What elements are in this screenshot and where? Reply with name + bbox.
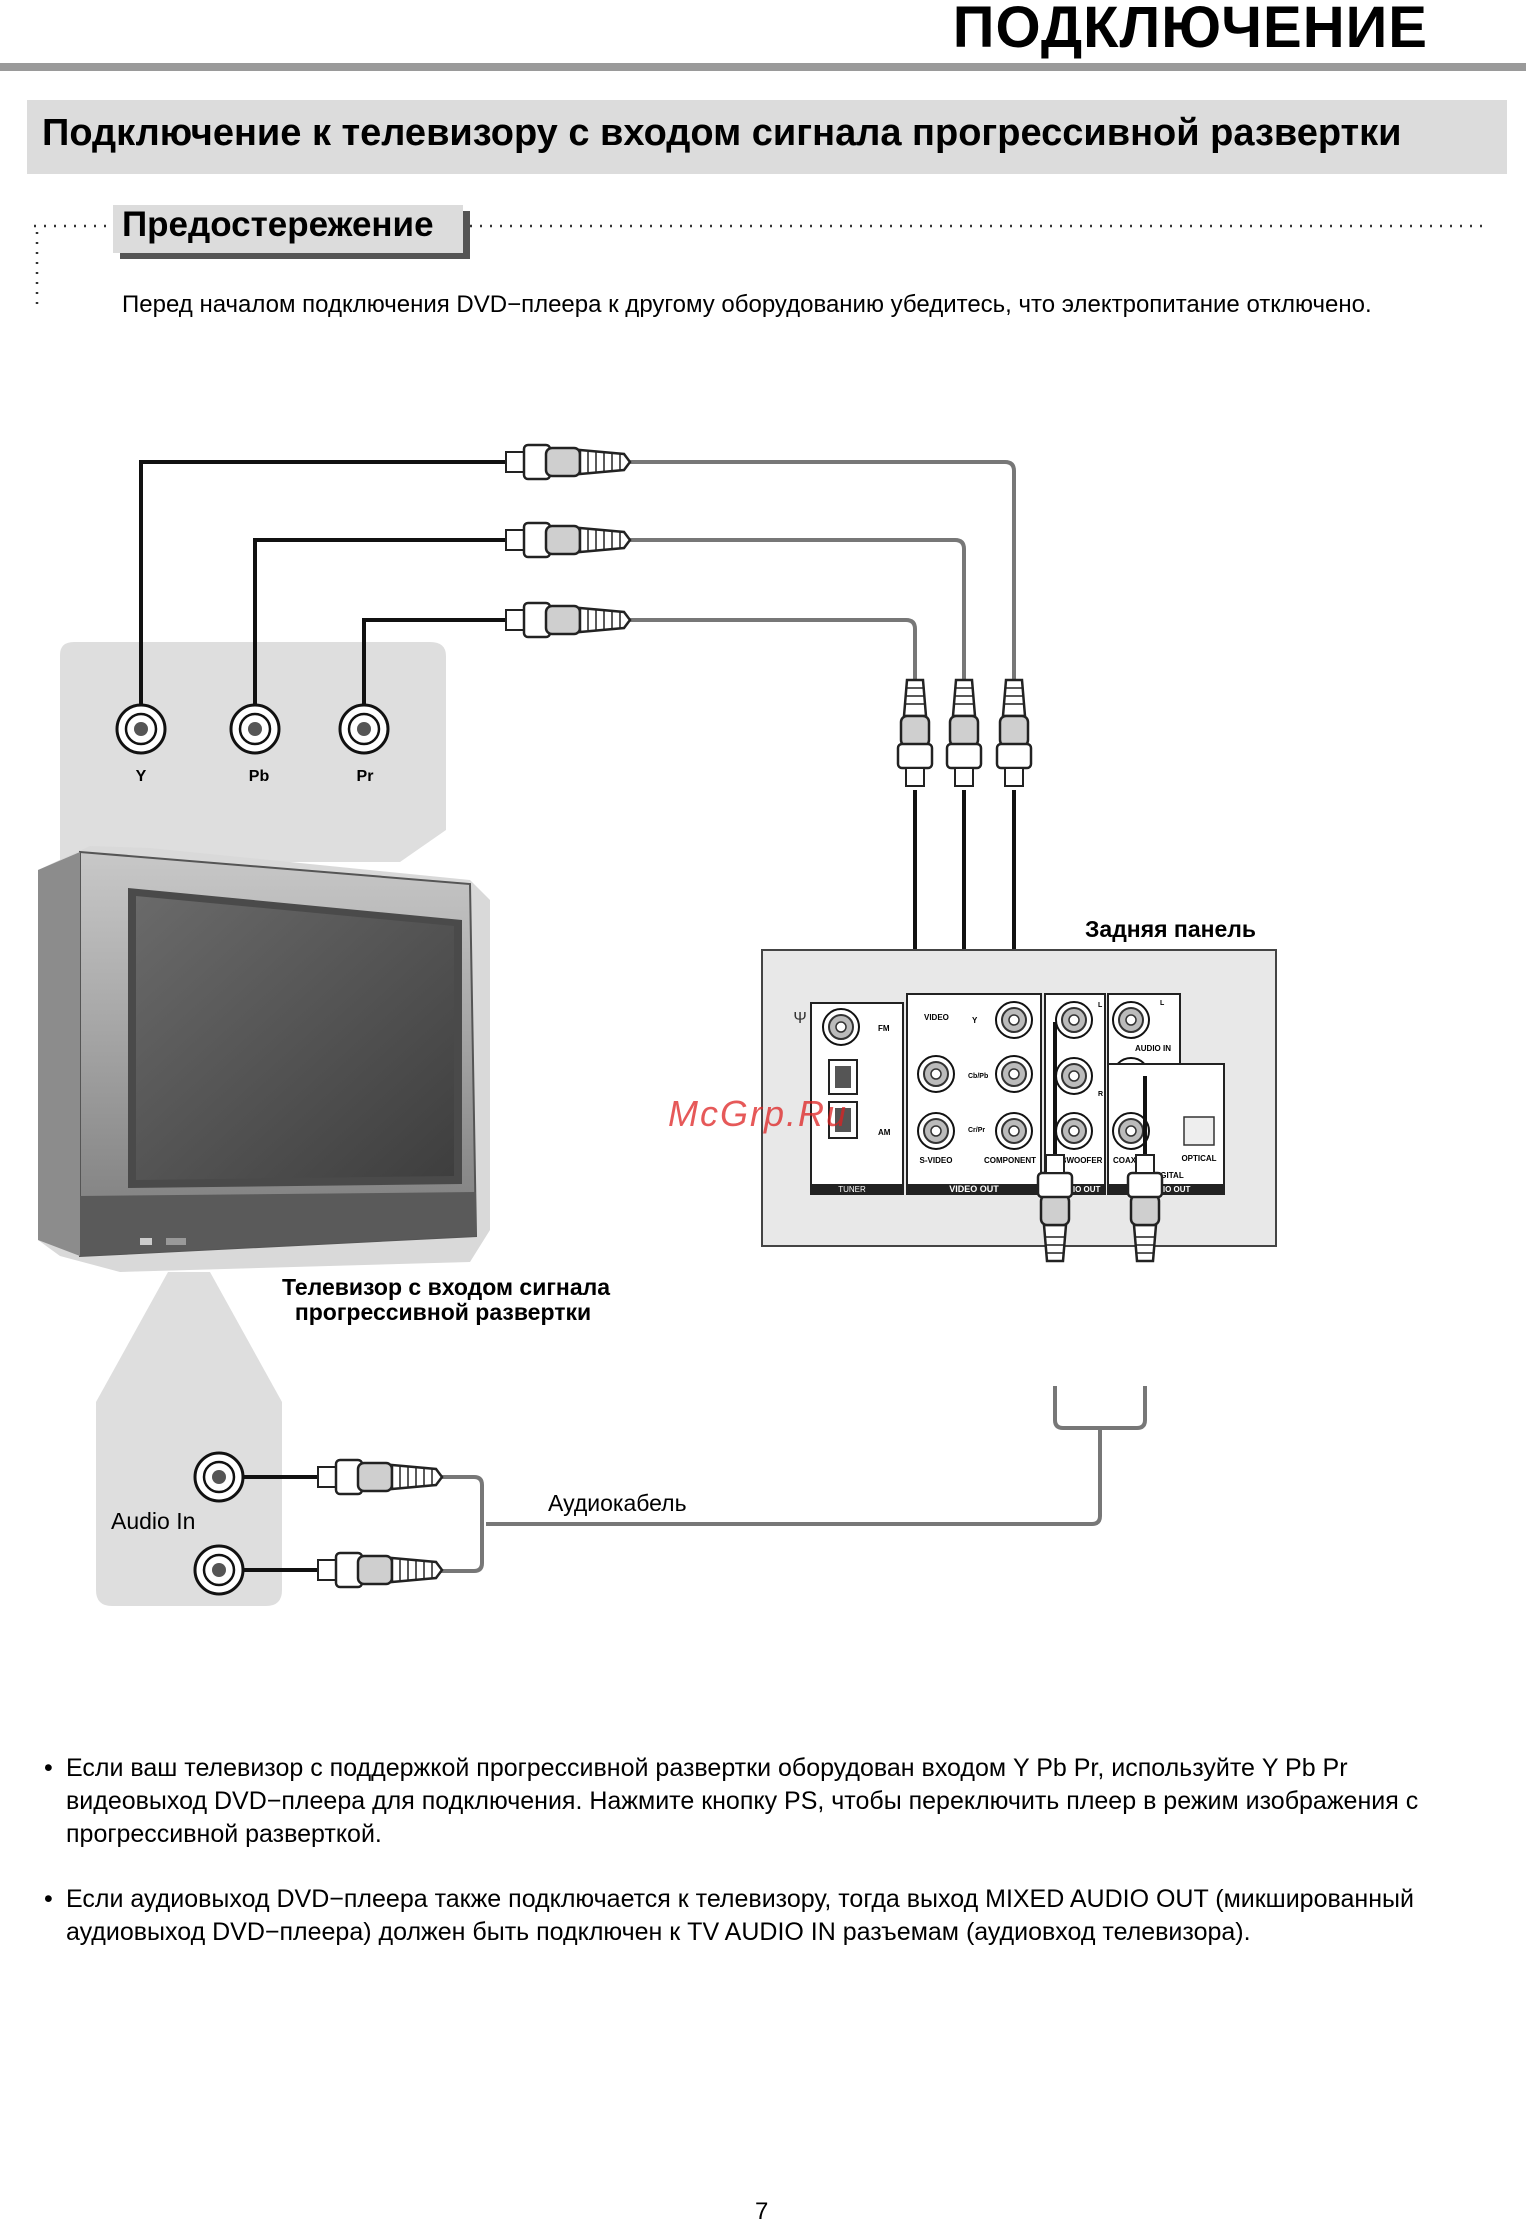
pb-cable-plug (504, 521, 632, 559)
tv-jack-pb-label: Pb (249, 768, 270, 785)
bullet-dot: • (44, 1754, 53, 1782)
audio-in-jack-l (193, 1451, 245, 1503)
bullet-item: • Если ваш телевизор с поддержкой прогре… (44, 1752, 1484, 1851)
connection-diagram: Y Pb Pr Телевизор с входом сигнала прогр… (38, 443, 1277, 1606)
svg-text:DIGITAL: DIGITAL (1152, 1171, 1184, 1180)
svg-text:AM: AM (878, 1128, 891, 1137)
svg-text:TUNER: TUNER (838, 1185, 866, 1194)
caution-text: Перед началом подключения DVD−плеера к д… (122, 291, 1372, 318)
bullet-text: Если ваш телевизор с поддержкой прогресс… (66, 1754, 1419, 1848)
page-number: 7 (755, 2198, 769, 2225)
audio-in-label: Audio In (111, 1508, 195, 1534)
svg-text:R: R (1098, 1091, 1103, 1098)
player-rear-panel-jacks: TUNER Ψ FM AM VIDEO OUT VIDEO S-VIDEO Y … (793, 993, 1225, 1195)
pr-player-plug (896, 678, 934, 788)
tv-jack-pr-label: Pr (357, 768, 374, 785)
bullet-item: • Если аудиовыход DVD−плеера также подкл… (44, 1883, 1484, 1949)
tv-caption-line1: Телевизор с входом сигнала (282, 1274, 610, 1300)
audio-cable-label: Аудиокабель (548, 1490, 687, 1516)
audio-tv-plug-l (316, 1458, 444, 1496)
pr-cable-plug (504, 601, 632, 639)
bullet-dot: • (44, 1885, 53, 1913)
svg-text:S-VIDEO: S-VIDEO (920, 1156, 953, 1165)
rear-panel-label: Задняя панель (1085, 916, 1256, 942)
svg-text:COMPONENT: COMPONENT (984, 1156, 1036, 1165)
pb-player-plug (945, 678, 983, 788)
svg-text:OPTICAL: OPTICAL (1181, 1154, 1216, 1163)
watermark: McGrp.Ru (668, 1093, 848, 1134)
page-title: ПОДКЛЮЧЕНИЕ (952, 0, 1428, 60)
svg-text:AUDIO OUT: AUDIO OUT (1146, 1185, 1191, 1194)
caution-label: Предостережение (122, 205, 434, 244)
audio-in-panel (96, 1272, 282, 1606)
svg-text:L: L (1098, 1002, 1103, 1009)
svg-text:VIDEO OUT: VIDEO OUT (949, 1184, 999, 1194)
tv-jack-y (115, 703, 167, 755)
y-cable-plug (504, 443, 632, 481)
svg-text:Y: Y (972, 1016, 978, 1025)
tv-jack-pb (229, 703, 281, 755)
svg-text:COAXIAL: COAXIAL (1113, 1156, 1149, 1165)
svg-text:AUDIO OUT: AUDIO OUT (1056, 1185, 1101, 1194)
television-illustration (38, 846, 490, 1272)
svg-text:L: L (1160, 1000, 1165, 1007)
tv-jack-pr (338, 703, 390, 755)
audio-in-jack-r (193, 1544, 245, 1596)
svg-text:SUBWOOFER: SUBWOOFER (1050, 1156, 1103, 1165)
tv-jack-y-label: Y (136, 768, 147, 785)
section-title: Подключение к телевизору с входом сигнал… (42, 112, 1402, 154)
caution-box (113, 205, 463, 253)
svg-text:Ψ: Ψ (793, 1010, 806, 1027)
section-bar (27, 100, 1507, 174)
y-player-plug (995, 678, 1033, 788)
svg-text:Cb/Pb: Cb/Pb (968, 1073, 988, 1080)
tv-caption-line2: прогрессивной развертки (295, 1299, 591, 1325)
title-rule (0, 63, 1526, 71)
svg-text:AUDIO IN: AUDIO IN (1135, 1044, 1171, 1053)
caution-dotted-frame (34, 224, 1485, 312)
svg-text:Cr/Pr: Cr/Pr (968, 1127, 985, 1134)
svg-text:FM: FM (878, 1024, 890, 1033)
audio-tv-plug-r (316, 1551, 444, 1589)
bullet-text: Если аудиовыход DVD−плеера также подключ… (66, 1885, 1414, 1946)
svg-text:VIDEO: VIDEO (924, 1013, 949, 1022)
